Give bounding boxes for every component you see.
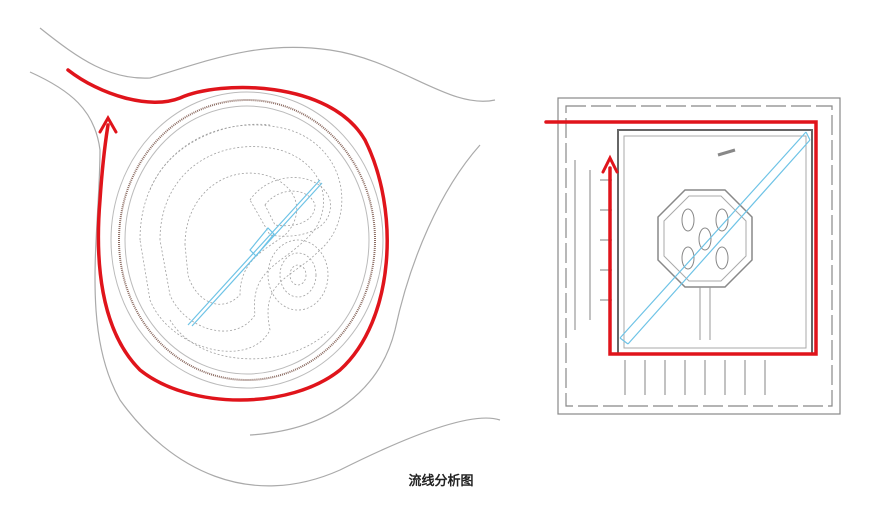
right-floor-plan bbox=[544, 97, 841, 415]
axis-bridge bbox=[187, 179, 323, 327]
diagram-caption: 流线分析图 bbox=[408, 474, 474, 489]
circulation-route bbox=[66, 68, 389, 402]
outer-walls bbox=[557, 97, 841, 415]
exhibition-hall bbox=[617, 129, 813, 355]
plaza-rings bbox=[110, 91, 384, 389]
axis-bridge-plan bbox=[619, 131, 811, 345]
contour-lines bbox=[139, 123, 343, 360]
left-site-plan bbox=[29, 27, 501, 487]
roads bbox=[29, 27, 501, 487]
circulation-route-plan bbox=[544, 120, 818, 356]
